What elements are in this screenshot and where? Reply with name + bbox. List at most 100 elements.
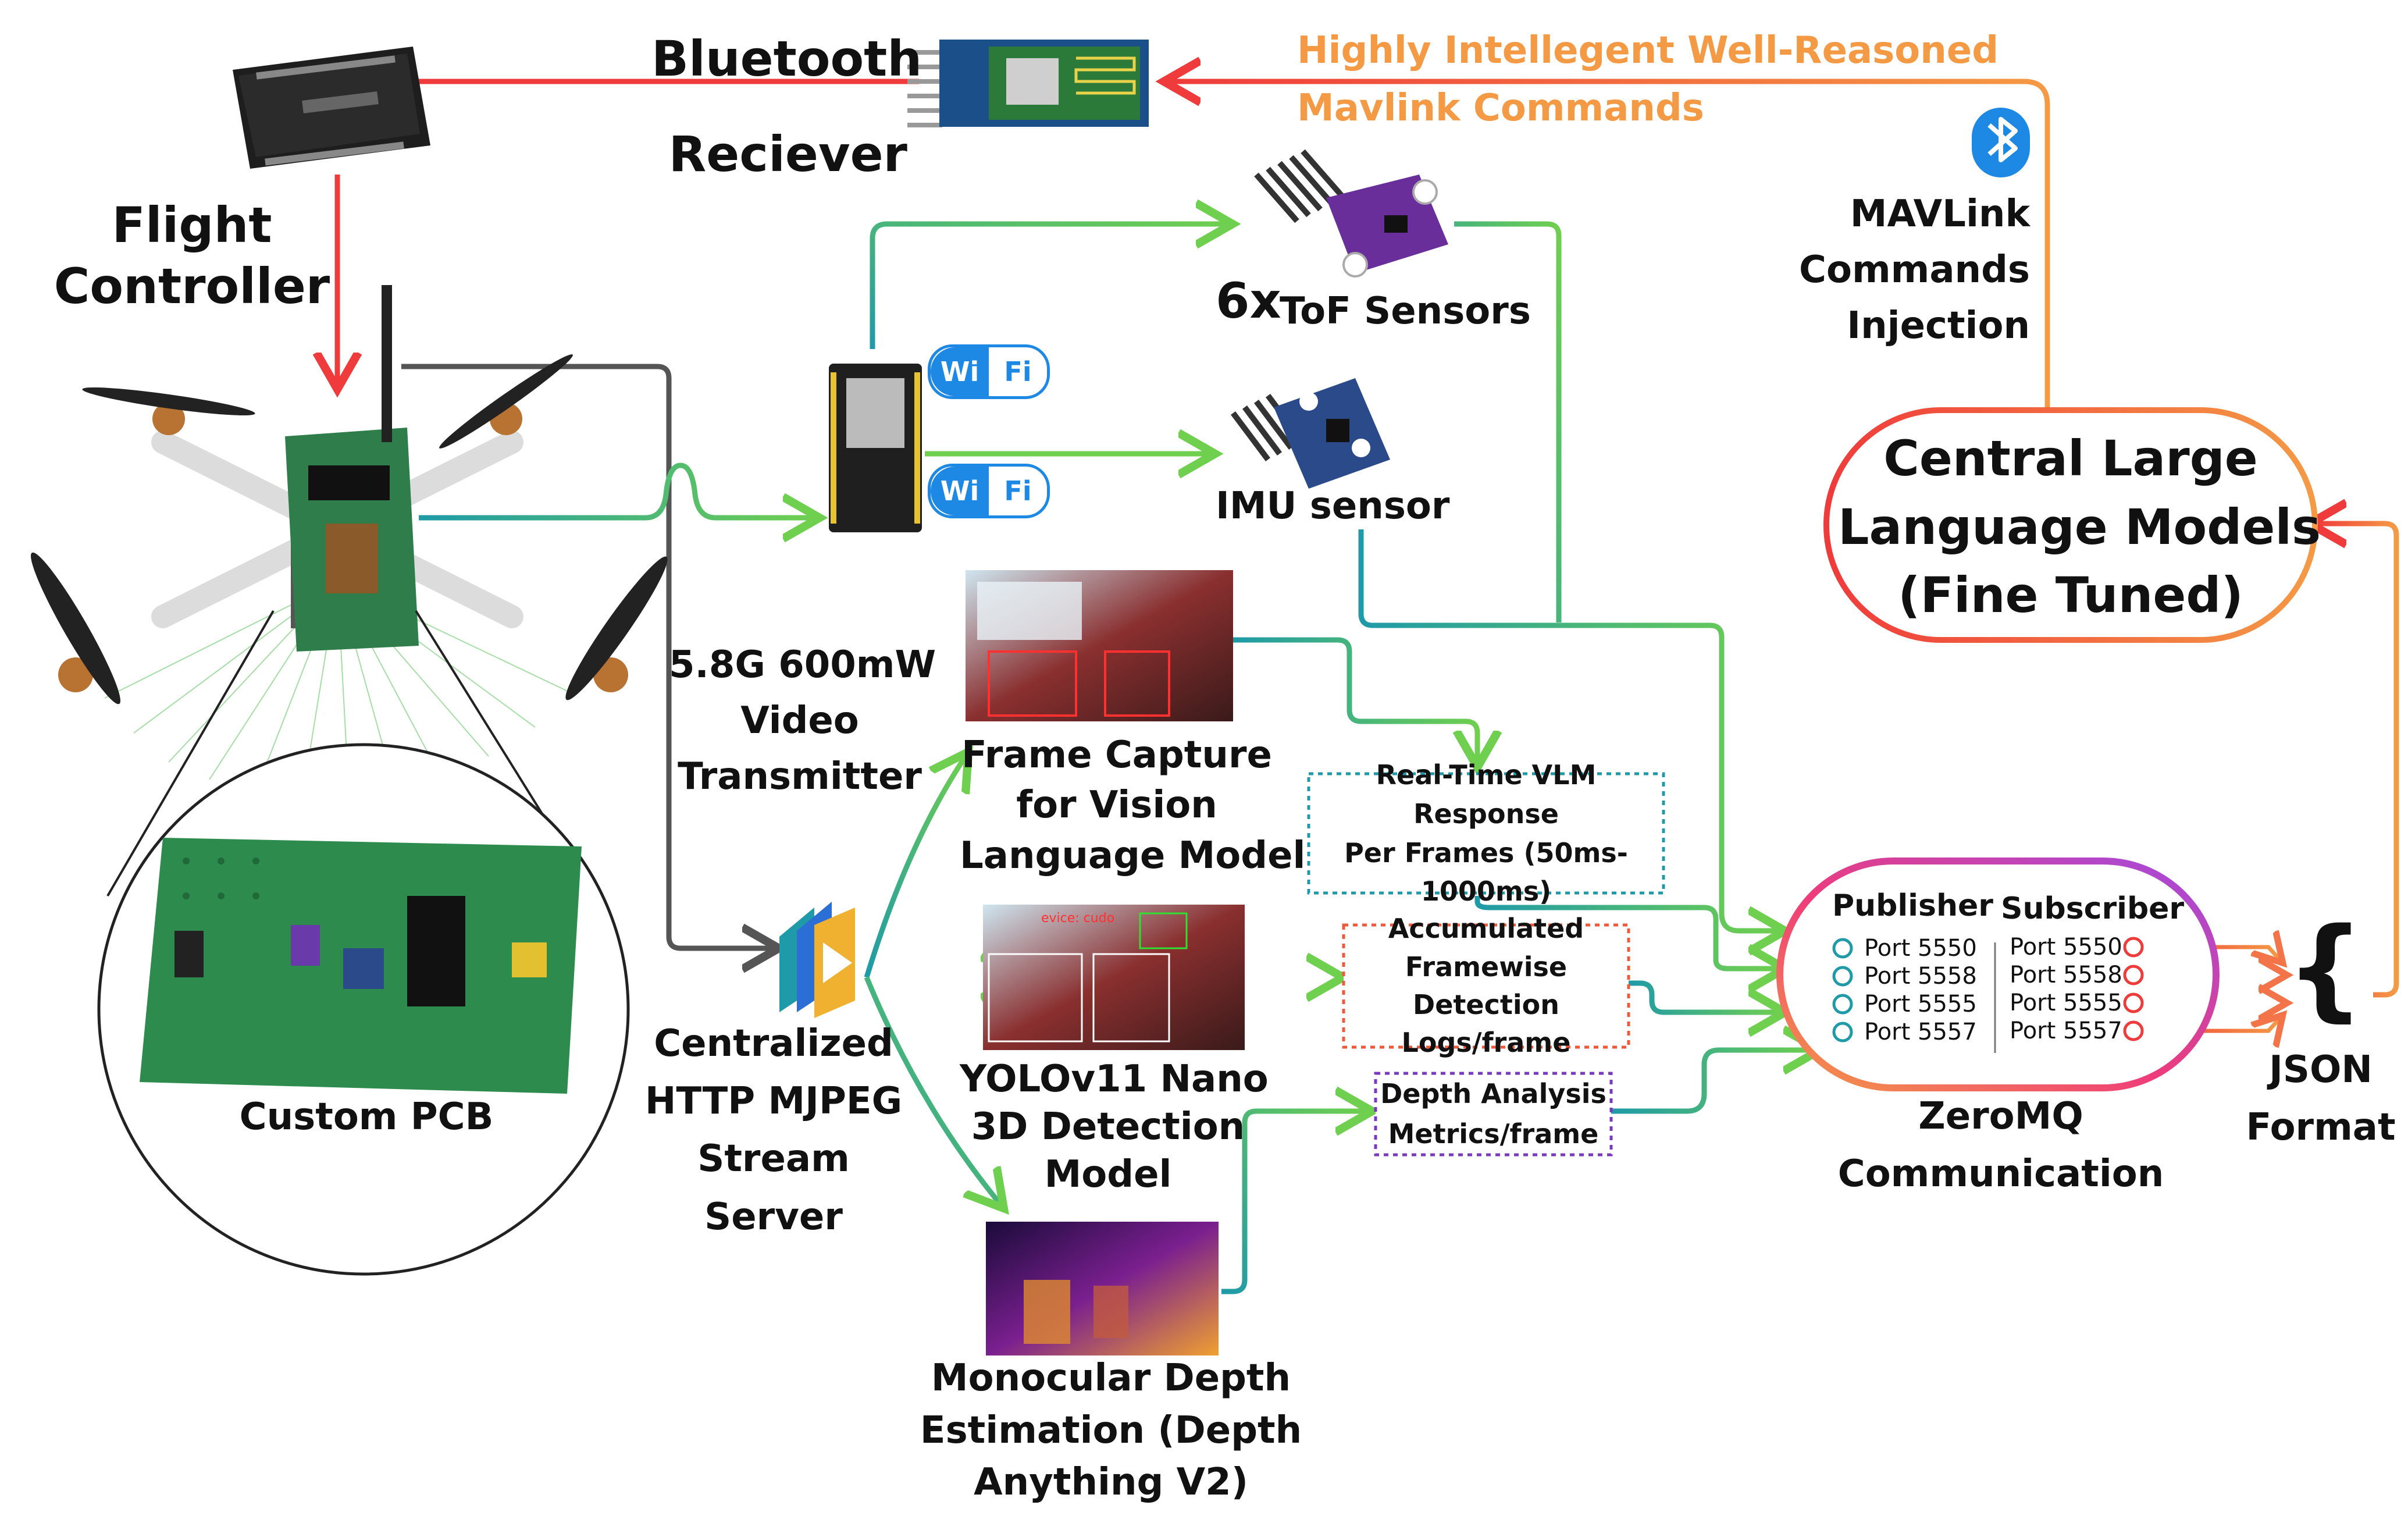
mavlink-injection-line-1: MAVLink [1850,193,2030,236]
depth-model-line-3: Anything V2) [974,1461,1248,1504]
stream-server-line-1: Centralized [654,1022,893,1065]
bluetooth-receiver-label: Bluetooth Reciever [651,12,922,202]
publisher-port-1: Port 5550 [1864,935,1977,962]
mavlink-injection-line-2: Commands [1799,248,2030,291]
vlm-to-zmq-arrow [1474,896,1780,969]
logs-box-line-1: Accumulated [1388,913,1584,945]
vtx-to-server-line [401,364,774,948]
vlm-box-line-3: 1000ms) [1420,876,1552,908]
server-to-frame-arrow [864,756,966,979]
subscriber-port-1: Port 5550 [2010,934,2122,960]
depth-estimation-image [986,1222,1219,1355]
bluetooth-module [907,40,1149,127]
bluetooth-receiver-line-1: Bluetooth [651,30,922,87]
drone-to-esp-arrow [419,462,814,518]
tof-count-label: 6x [1216,272,1281,329]
esp-to-tof-arrow [870,224,1227,349]
metrics-to-zmq-arrow [1611,1050,1815,1114]
frame-capture-line-1: Frame Capture [961,734,1272,777]
subscriber-port-3: Port 5555 [2010,990,2122,1016]
zeromq-line-2: Communication [1837,1152,2164,1196]
flight-controller-line-1: Flight [112,197,272,254]
esp32-board [829,364,922,532]
logs-to-zmq-arrow [1629,980,1780,1012]
llm-to-bt-arrow [1169,81,2050,407]
logs-box-line-3: Logs/frame [1401,1027,1571,1059]
yolo-detection-image: evice: cudo [983,905,1245,1050]
stream-server-line-4: Server [704,1195,843,1239]
imu-sensor-label: IMU sensor [1216,485,1450,528]
metrics-box-line-2: Metrics/frame [1388,1118,1599,1150]
stream-server-line-2: HTTP MJPEG [644,1080,903,1123]
flight-controller-board [233,47,430,169]
yolo-overlay-text: evice: cudo [1041,911,1114,926]
subscriber-port-markers [2123,937,2144,1041]
depth-to-metrics-arrow [1221,1111,1367,1294]
central-llm-line-1: Central Large [1883,430,2258,487]
json-format-label: JSON Format [2245,1041,2396,1157]
bluetooth-icon [1972,108,2030,177]
central-llm-line-2: Language Models [1838,498,2321,556]
mavlink-commands-note: Highly Intellegent Well-Reasoned Mavlink… [1297,22,1999,137]
json-line-2: Format [2246,1106,2396,1150]
tof-sensor-module [1254,149,1448,277]
wifi-badge-bottom: Wi Fi [928,464,1050,518]
json-line-1: JSON [2269,1048,2373,1091]
json-to-llm-arrow [2315,524,2399,998]
bluetooth-receiver-line-2: Reciever [668,125,907,183]
tof-sensors-label: ToF Sensors [1280,290,1531,333]
flight-controller-label: Flight Controller [47,195,337,317]
wifi-badge-top: Wi Fi [928,344,1050,399]
publisher-port-markers [1832,938,1853,1043]
stream-server-label: Centralized HTTP MJPEG Stream Server [634,1015,913,1246]
frame-to-vlm-arrow [1233,637,1477,762]
wifi-badge-top-right: Fi [1004,356,1032,387]
depth-metrics-box: Depth Analysis Metrics/frame [1378,1076,1608,1152]
custom-pcb-zoom [97,743,630,1276]
imu-sensor-module [1231,378,1390,489]
vlm-box-line-1: Real-Time VLM Response [1376,759,1597,830]
central-llm-label: Central Large Language Models (Fine Tune… [1838,425,2321,630]
zeromq-label: ZeroMQ Communication [1821,1088,2181,1203]
yolo-line-2: 3D Detection [971,1105,1245,1148]
central-llm-line-3: (Fine Tuned) [1898,567,2243,624]
publisher-port-4: Port 5557 [1864,1019,1977,1045]
frame-capture-line-2: for Vision [1016,784,1217,827]
zeromq-line-1: ZeroMQ [1918,1095,2083,1138]
depth-model-line-2: Estimation (Depth [920,1408,1302,1452]
yolo-line-3: Model [1044,1152,1172,1196]
stream-server-line-3: Stream [697,1137,850,1181]
detection-logs-box: Accumulated Framewise Detection Logs/fra… [1347,913,1626,1058]
wifi-badge-top-left: Wi [931,347,989,396]
yolo-model-label: YOLOv11 Nano 3D Detection Model [960,1056,1269,1199]
publisher-title: Publisher [1832,888,1993,923]
imu-to-zmq-arrow [1358,529,1780,931]
server-to-depth-arrow [864,976,1000,1204]
depth-model-label: Monocular Depth Estimation (Depth Anythi… [919,1353,1303,1509]
vlm-response-box: Real-Time VLM Response Per Frames (50ms-… [1312,759,1661,907]
depth-model-line-1: Monocular Depth [931,1357,1291,1400]
flight-controller-line-2: Controller [54,258,330,315]
wifi-badge-bottom-left: Wi [931,467,989,515]
tof-to-zmq-arrow [1454,221,1562,622]
frame-capture-image [966,570,1233,721]
yolo-line-1: YOLOv11 Nano [960,1058,1269,1101]
publisher-port-2: Port 5558 [1864,963,1977,990]
stream-server-icon [779,902,855,1018]
vtx-line-3: Transmitter [678,755,922,798]
metrics-box-line-1: Depth Analysis [1380,1078,1606,1109]
vtx-line-1: 5.8G 600mW [669,643,936,686]
subscriber-port-2: Port 5558 [2010,962,2122,988]
central-llm-pill [1823,407,2318,643]
vlm-box-line-2: Per Frames (50ms- [1344,837,1628,869]
frame-capture-line-3: Language Model [960,834,1306,877]
frame-capture-label: Frame Capture for Vision Language Model [960,730,1306,881]
mavlink-note-line-1: Highly Intellegent Well-Reasoned [1297,29,1999,72]
vtx-line-2: Video [740,699,859,742]
wifi-badge-bottom-right: Fi [1004,475,1032,507]
subscriber-title: Subscriber [2001,891,2185,926]
logs-box-line-2: Framewise Detection [1405,951,1568,1020]
custom-pcb-label: Custom PCB [239,1095,494,1138]
drone-illustration [31,285,668,897]
mavlink-injection-line-3: Injection [1847,304,2030,347]
